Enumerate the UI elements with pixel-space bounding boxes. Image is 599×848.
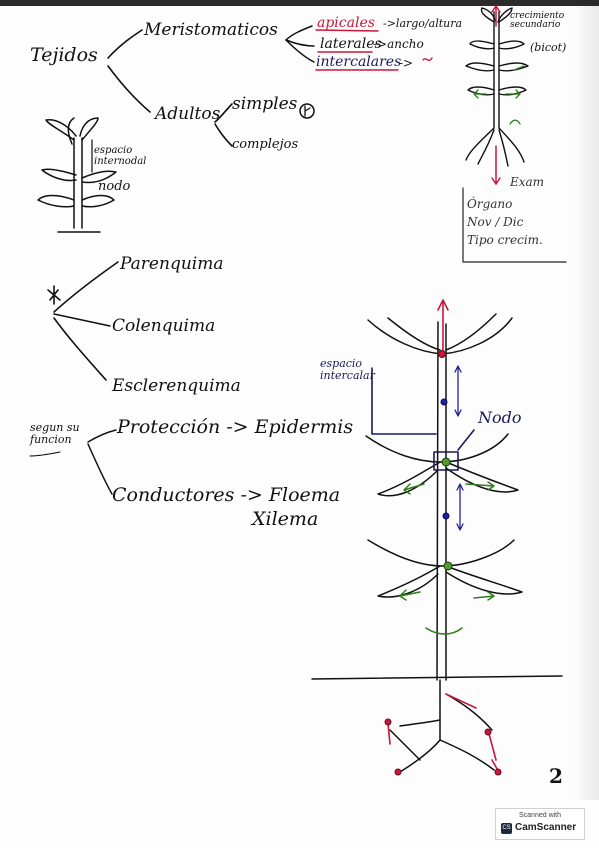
label-bicot: (bicot)	[530, 41, 567, 54]
growth-plant-sketch	[465, 7, 529, 167]
label-espacio-intercalar: espacio intercalar	[320, 357, 375, 383]
camscanner-logo-icon: CS	[501, 823, 512, 834]
label-parenquima: Parenquima	[120, 254, 224, 274]
watermark-app-name: CamScanner	[515, 822, 577, 833]
exam-box-line-1: Órgano	[467, 197, 513, 211]
watermark-scanned-with: Scanned with	[518, 812, 562, 819]
label-nodo-big: Nodo	[478, 408, 522, 427]
growth-arrows	[387, 299, 501, 775]
tissue-branches	[47, 261, 119, 381]
label-laterales: laterales	[320, 36, 382, 52]
small-plant-sketch	[37, 117, 117, 233]
label-proteccion: Protección -> Epidermis	[117, 416, 354, 438]
exam-box-line-2: Nov / Dic	[467, 215, 524, 229]
scan-right-shadow	[573, 0, 599, 800]
function-brace	[29, 429, 117, 495]
page-number: 2	[549, 764, 563, 788]
label-intercalares: intercalares	[316, 54, 402, 70]
label-tejidos: Tejidos	[30, 44, 98, 66]
large-plant-sketch	[311, 313, 563, 773]
label-meristomaticos: Meristomaticos	[144, 20, 278, 40]
camscanner-watermark: Scanned with CS CamScanner	[495, 808, 585, 840]
stem-arrows	[454, 365, 464, 531]
label-examen: Exam	[510, 175, 545, 189]
label-simples: simples	[232, 94, 298, 114]
exam-box-line-3: Tipo crecim.	[467, 233, 543, 247]
label-apicales: apicales	[317, 15, 375, 31]
node-markers	[384, 350, 502, 776]
note-intercalares: ->	[399, 56, 414, 70]
label-adultos: Adultos	[155, 104, 221, 124]
label-complejos: complejos	[232, 137, 299, 152]
label-crecimiento-secundario: crecimiento secundario	[510, 11, 565, 31]
exam-box-outline	[462, 187, 567, 263]
note-laterales: ->ancho	[373, 37, 424, 51]
circled-note-icon	[299, 103, 315, 119]
label-segun-su-funcion: segun su funcion	[30, 421, 80, 447]
label-esclerenquima: Esclerenquima	[112, 376, 241, 396]
label-conductores: Conductores -> Floema	[112, 484, 341, 506]
note-apicales: ->largo/altura	[383, 17, 463, 30]
scan-top-edge	[0, 0, 599, 6]
tejidos-branches	[107, 29, 233, 147]
intercalar-bracket	[371, 367, 475, 471]
label-nodo-small: nodo	[98, 179, 131, 194]
label-xilema: Xilema	[252, 508, 319, 530]
label-espacio-internodal: espacio internodal	[94, 145, 147, 167]
meristem-brace	[285, 25, 315, 63]
label-colenquima: Colenquima	[112, 316, 216, 336]
